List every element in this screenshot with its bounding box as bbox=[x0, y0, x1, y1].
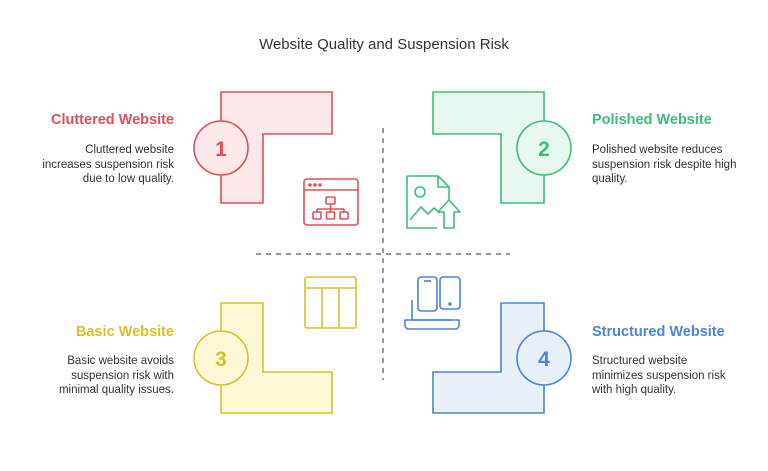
quadrant-1-description: Cluttered website increases suspension r… bbox=[42, 144, 174, 185]
quadrant-3-badge bbox=[193, 330, 249, 386]
quadrant-4-shape: 4 bbox=[432, 302, 572, 414]
quadrant-3-description: Basic website avoids suspension risk wit… bbox=[58, 355, 174, 396]
quadrant-4-badge bbox=[516, 330, 572, 386]
responsive-devices-icon bbox=[404, 276, 461, 330]
quadrant-2-description: Polished website reduces suspension risk… bbox=[592, 144, 737, 185]
quadrant-1-badge bbox=[193, 120, 249, 176]
website-sitemap-icon bbox=[303, 178, 359, 226]
layout-columns-icon bbox=[304, 276, 357, 329]
quadrant-4-title: Structured Website bbox=[592, 324, 725, 340]
image-upload-icon bbox=[406, 175, 461, 229]
quadrant-1-shape: 1 bbox=[193, 91, 333, 204]
quadrant-4-number: 4 bbox=[538, 348, 550, 371]
quadrant-2-title: Polished Website bbox=[592, 112, 712, 128]
diagram-title: Website Quality and Suspension Risk bbox=[259, 36, 509, 53]
quadrant-3-shape: 3 bbox=[193, 302, 333, 414]
quadrant-1-title: Cluttered Website bbox=[50, 112, 174, 128]
quadrant-2-badge bbox=[516, 120, 572, 176]
quadrant-2-number: 2 bbox=[538, 138, 550, 161]
quadrant-4-description: Structured website minimizes suspension … bbox=[592, 355, 726, 396]
quadrant-2-shape: 2 bbox=[432, 91, 572, 204]
quadrant-3-title: Basic Website bbox=[75, 324, 174, 340]
quadrant-3-number: 3 bbox=[215, 348, 227, 371]
quadrant-1-number: 1 bbox=[215, 138, 227, 161]
